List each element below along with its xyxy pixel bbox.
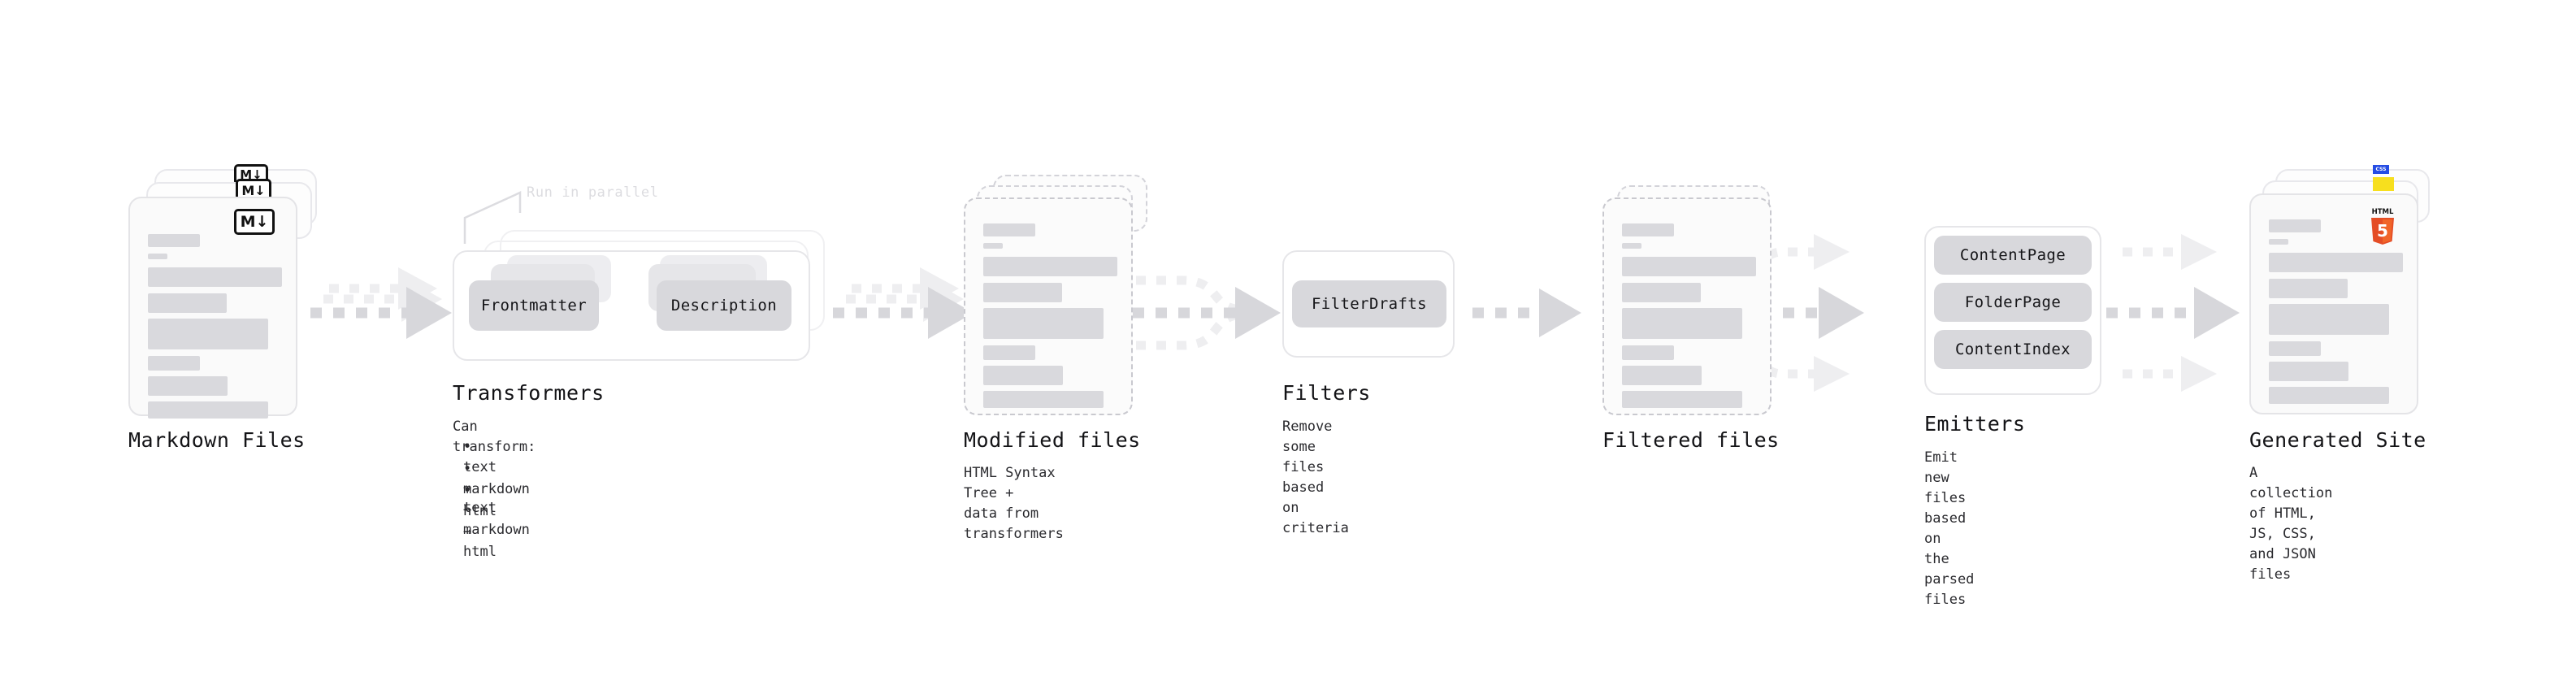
- css-badge: CSS: [2373, 165, 2389, 174]
- skeleton-bar: [2269, 253, 2403, 272]
- stage-title-filters: Filters: [1282, 381, 1371, 405]
- markdown-icon: M↓: [234, 209, 275, 235]
- arrow-transformers-to-modified: [833, 267, 974, 339]
- transformer-chip-description[interactable]: Description: [657, 280, 791, 331]
- emitter-chip-folderpage[interactable]: FolderPage: [1934, 283, 2092, 322]
- skeleton-bar: [983, 308, 1104, 339]
- skeleton-bar: [1622, 391, 1742, 408]
- stage-title-generated-site: Generated Site: [2249, 428, 2426, 452]
- skeleton-bar: [2269, 239, 2288, 245]
- skeleton-bar: [983, 391, 1104, 408]
- svg-text:5: 5: [2377, 221, 2388, 241]
- skeleton-bar: [1622, 257, 1756, 276]
- skeleton-bar: [148, 254, 167, 259]
- arrow-modified-to-filters: [1133, 275, 1281, 350]
- arrow-emitters-to-site: [2106, 234, 2240, 392]
- skeleton-bar: [148, 319, 268, 349]
- skeleton-bar: [983, 345, 1035, 360]
- skeleton-bar: [2269, 387, 2389, 404]
- modified-files-subtitle: HTML Syntax Tree + data from transformer…: [964, 465, 1064, 542]
- skeleton-bar: [148, 376, 228, 396]
- skeleton-bar: [2269, 219, 2321, 232]
- skeleton-bar: [983, 283, 1062, 302]
- arrow-filters-to-filtered: [1472, 288, 1581, 337]
- skeleton-bar: [148, 293, 227, 313]
- stage-title-markdown-files: Markdown Files: [128, 428, 306, 452]
- skeleton-bar: [983, 366, 1063, 385]
- filtered-file-card: [1602, 197, 1772, 415]
- skeleton-bar: [1622, 243, 1641, 249]
- skeleton-bar: [1622, 345, 1674, 360]
- stage-title-modified-files: Modified files: [964, 428, 1141, 452]
- svg-text:HTML: HTML: [2372, 208, 2394, 216]
- skeleton-bar: [2269, 279, 2348, 298]
- skeleton-bar: [148, 267, 282, 287]
- skeleton-bar: [1622, 283, 1701, 302]
- skeleton-bar: [983, 243, 1003, 249]
- filter-chip-filterdrafts[interactable]: FilterDrafts: [1292, 280, 1446, 327]
- modified-file-card: [964, 197, 1133, 415]
- skeleton-bar: [2269, 304, 2389, 335]
- stage-title-transformers: Transformers: [453, 381, 605, 405]
- emitters-subtitle: Emit new files based on the parsed files: [1924, 449, 1975, 608]
- transformer-chip-frontmatter[interactable]: Frontmatter: [469, 280, 599, 331]
- stage-title-emitters: Emitters: [1924, 412, 2026, 436]
- stage-title-filtered-files: Filtered files: [1602, 428, 1780, 452]
- markdown-file-card: M↓: [128, 197, 297, 419]
- skeleton-bar: [148, 234, 200, 247]
- run-in-parallel-label: Run in parallel: [527, 184, 659, 201]
- generated-site-card: HTML 5: [2249, 193, 2418, 414]
- filters-subtitle: Remove some files based on criteria: [1282, 419, 1349, 536]
- skeleton-bar: [1622, 308, 1742, 339]
- arrow-markdown-to-transformers: [310, 267, 452, 339]
- transformers-bullet-0: • text → text: [463, 439, 497, 516]
- emitter-chip-contentindex[interactable]: ContentIndex: [1934, 330, 2092, 369]
- transformers-bullet-1: • markdown → markdown: [463, 461, 530, 538]
- skeleton-bar: [148, 356, 200, 371]
- transformers-bullet-2: • html → html: [463, 483, 497, 560]
- skeleton-bar: [983, 223, 1035, 236]
- html5-icon: HTML 5: [2371, 208, 2394, 245]
- emitter-chip-contentpage[interactable]: ContentPage: [1934, 236, 2092, 275]
- skeleton-bar: [983, 257, 1117, 276]
- transformers-subtitle: Can transform:: [453, 419, 536, 455]
- skeleton-bar: [1622, 366, 1702, 385]
- skeleton-bar: [148, 401, 268, 419]
- skeleton-bar: [2269, 341, 2321, 356]
- js-badge: [2373, 177, 2394, 191]
- skeleton-bar: [1622, 223, 1674, 236]
- generated-site-subtitle: A collection of HTML, JS, CSS, and JSON …: [2249, 465, 2333, 583]
- skeleton-bar: [2269, 362, 2348, 381]
